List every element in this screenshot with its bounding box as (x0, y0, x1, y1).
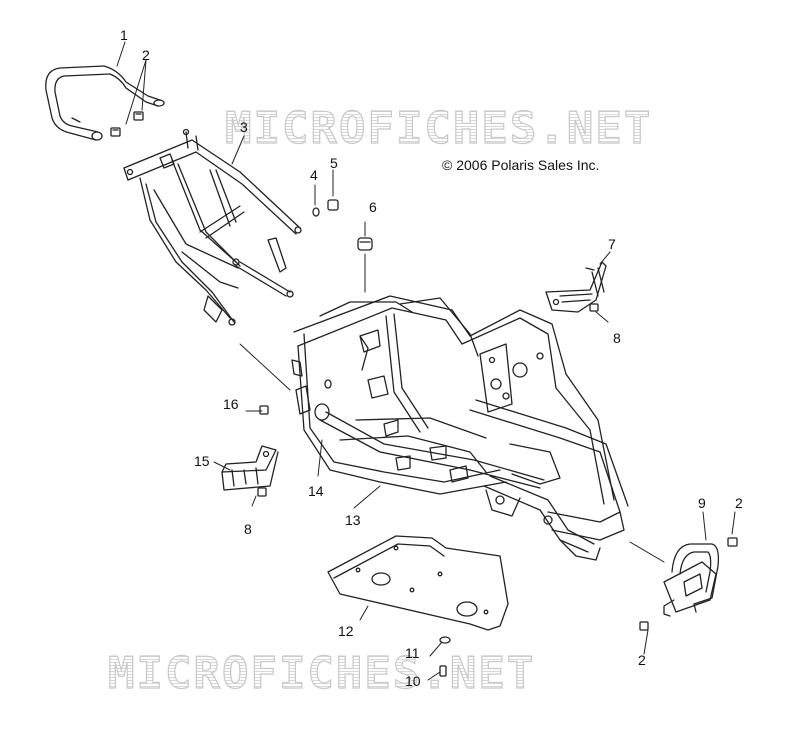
right-footrest (545, 261, 607, 313)
callout-2: 2 (142, 47, 150, 63)
small-fasteners-center (312, 199, 373, 251)
leader-lines (116, 41, 736, 681)
callout-8: 8 (613, 330, 621, 346)
callout-13: 13 (345, 512, 361, 528)
callout-6: 6 (369, 199, 377, 215)
rear-subframe (123, 128, 302, 326)
copyright-notice: © 2006 Polaris Sales Inc. (442, 157, 600, 173)
watermark-bottom: MICROFICHES.NET (107, 647, 536, 699)
callout-3: 3 (240, 119, 248, 135)
front-bumper (639, 537, 738, 631)
callout-14: 14 (308, 483, 324, 499)
callout-15: 15 (194, 453, 210, 469)
callout-1: 1 (120, 27, 128, 43)
main-frame (291, 295, 629, 561)
callout-16: 16 (223, 396, 239, 412)
skid-plate (327, 535, 509, 631)
fastener-group-top (110, 111, 144, 137)
callout-5: 5 (330, 155, 338, 171)
callout-2-bottom: 2 (638, 652, 646, 668)
callout-7: 7 (608, 236, 616, 252)
small-fasteners-bottom (439, 636, 451, 677)
callout-11: 11 (405, 645, 420, 661)
rear-grab-bar (45, 65, 165, 141)
callout-12: 12 (338, 623, 354, 639)
callout-2-right: 2 (735, 495, 743, 511)
callout-8-lower: 8 (244, 521, 252, 537)
watermark-top: MICROFICHES.NET (224, 102, 653, 154)
callout-4: 4 (310, 167, 318, 183)
callout-9: 9 (698, 495, 706, 511)
callout-10: 10 (405, 673, 421, 689)
left-footrest (221, 405, 279, 497)
